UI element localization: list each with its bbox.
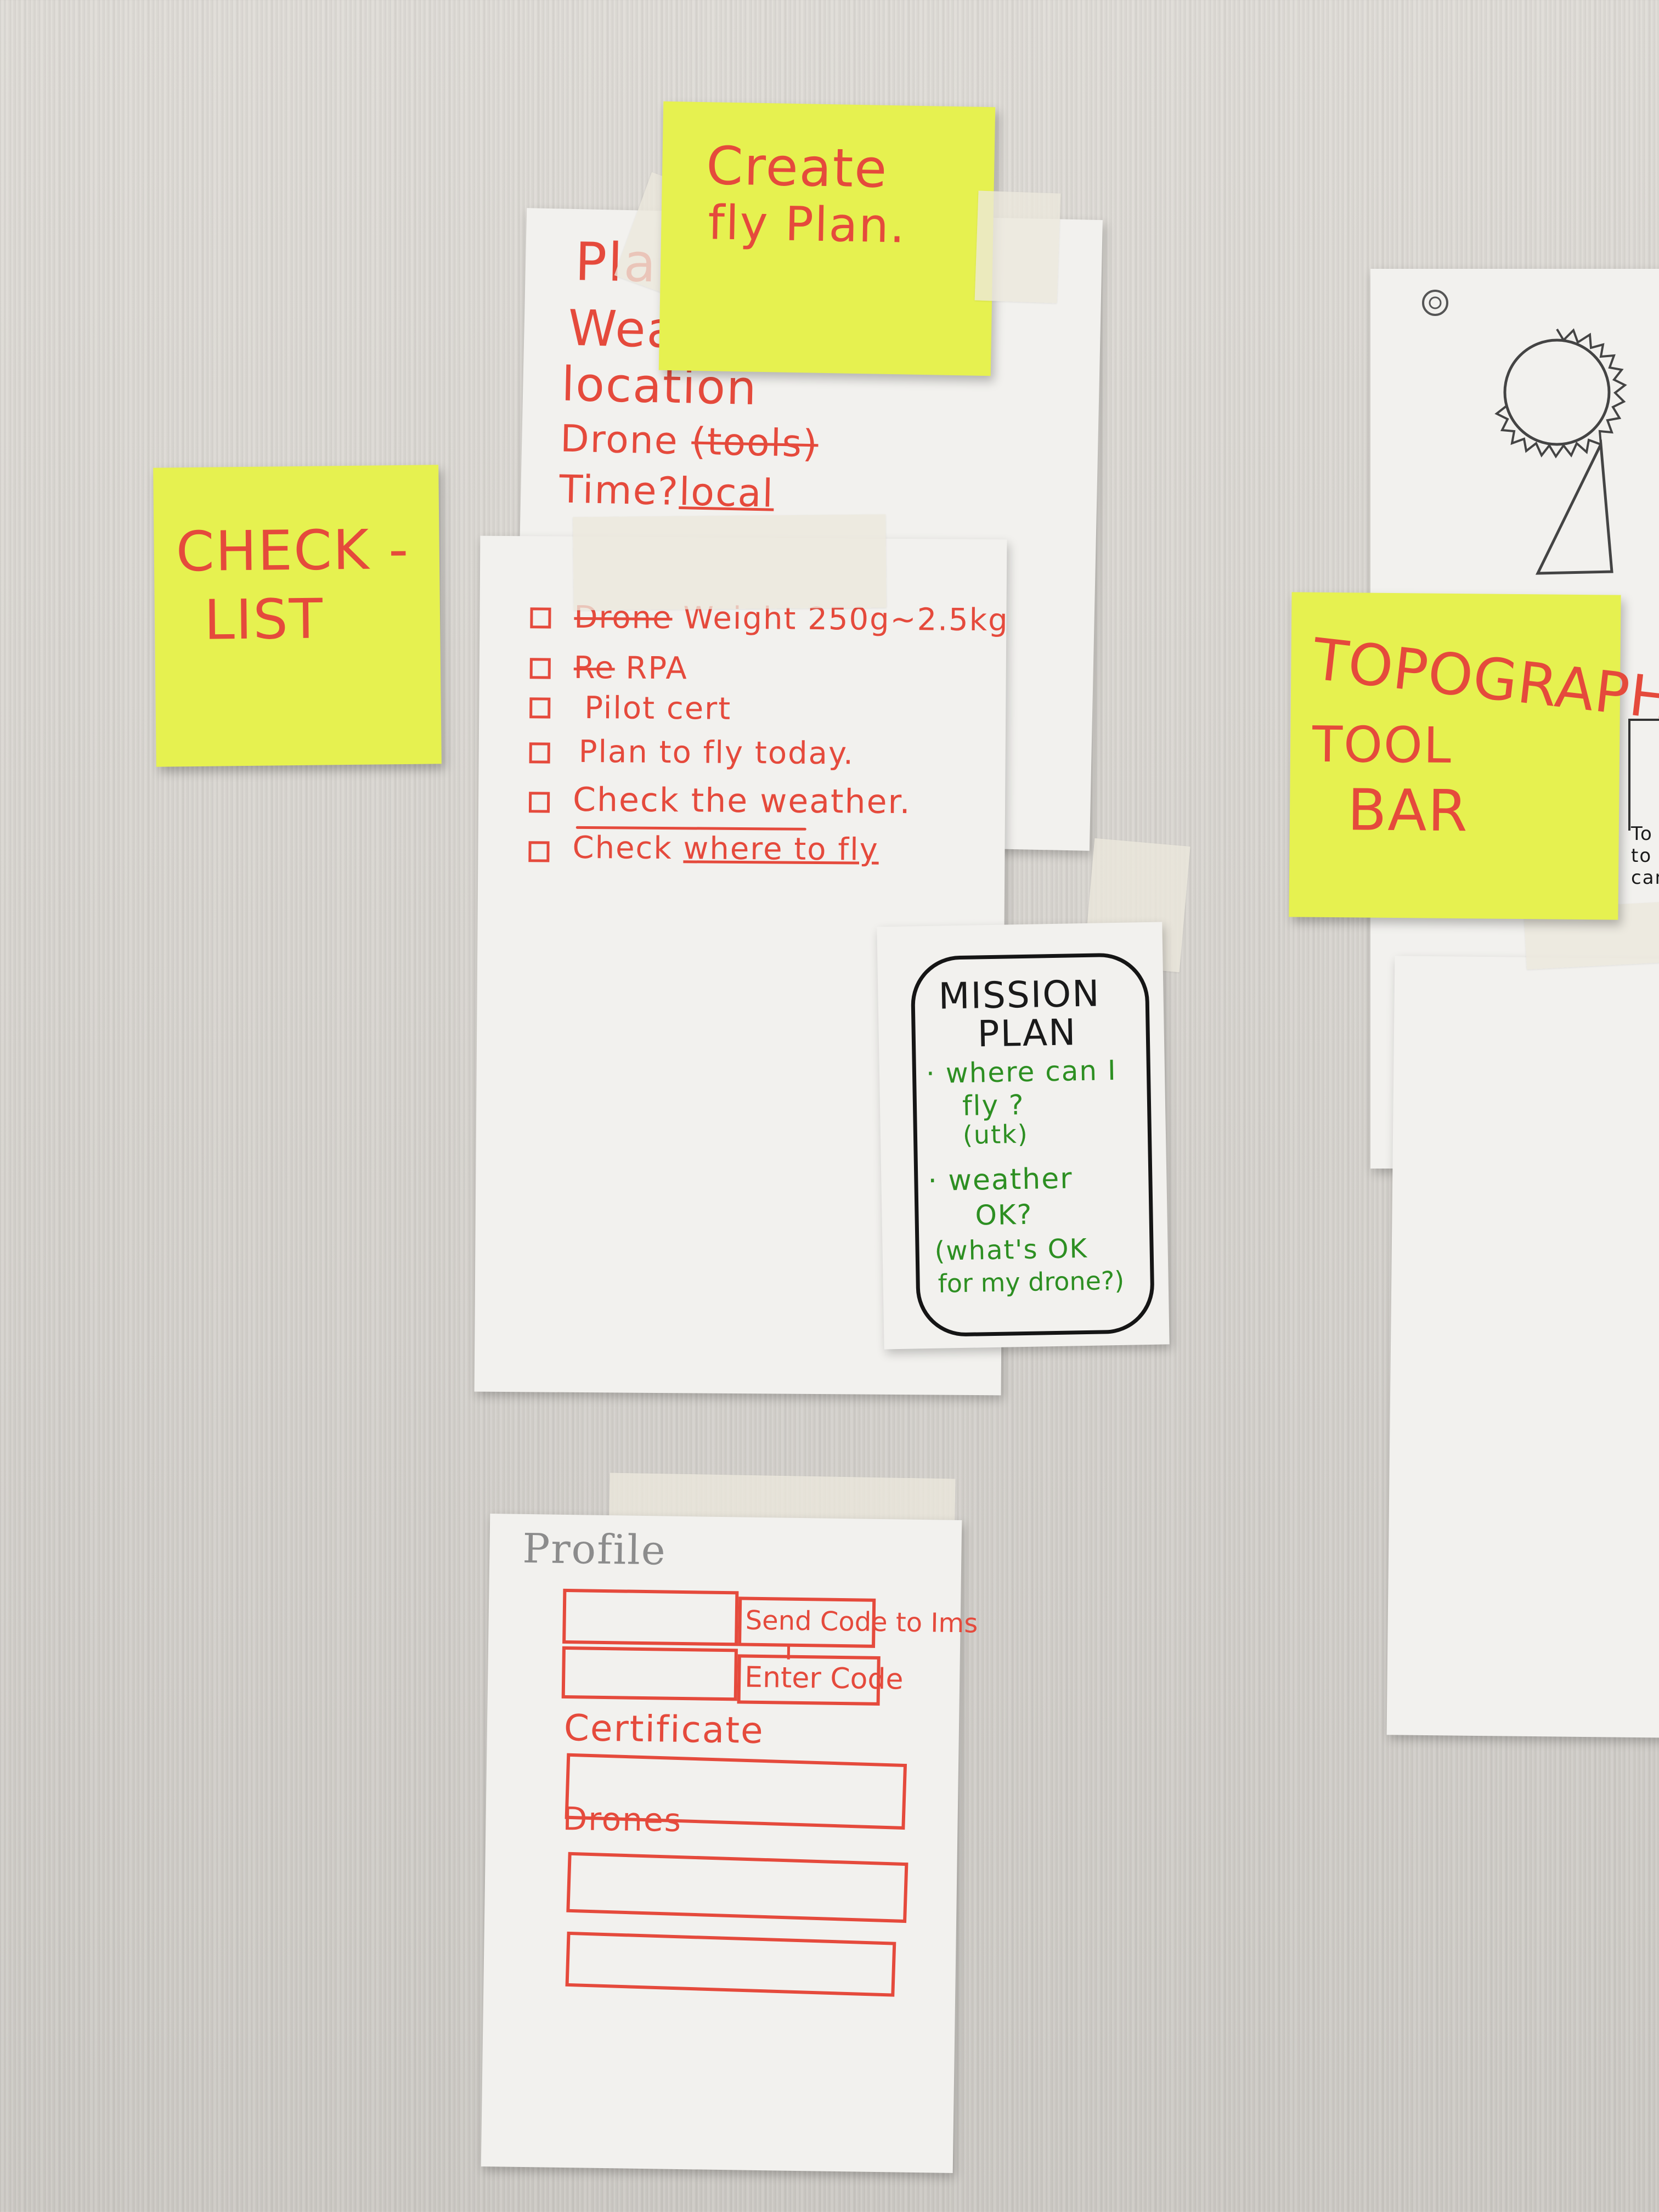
drones-label: Drones: [562, 1799, 682, 1839]
mission-bullet-2d: for my drone?): [938, 1265, 1125, 1299]
right-sheet-note: To to can: [1631, 823, 1659, 889]
mission-bullet-2b: OK?: [975, 1198, 1033, 1232]
mission-bullet-2c: (what's OK: [934, 1233, 1088, 1267]
sketch-drawing: [1422, 290, 1627, 575]
drone-input-sketch-2[interactable]: [565, 1931, 896, 1997]
checklist-item-3: Pilot cert: [584, 690, 732, 727]
mission-plan-card: MISSION PLAN · where can I fly ? (utk) ·…: [877, 922, 1170, 1350]
sticky-create-fly-plan: Create fly Plan.: [658, 101, 996, 376]
bar-label: BAR: [1347, 776, 1469, 845]
tool-label: TOOL: [1312, 715, 1453, 775]
checklist-item-4: Plan to fly today.: [578, 733, 855, 772]
create-line2: fly Plan.: [707, 195, 906, 254]
phone-input-sketch[interactable]: [562, 1588, 739, 1646]
checkbox[interactable]: [528, 841, 550, 862]
create-line1: Create: [706, 135, 889, 200]
checkbox[interactable]: [528, 792, 550, 813]
sticky-checklist: CHECK - LIST: [153, 465, 442, 767]
checklist-title-2: LIST: [204, 586, 324, 652]
arrow-down: [787, 1644, 791, 1660]
checklist-item-6: Check where to fly: [572, 830, 879, 868]
checkbox[interactable]: [529, 658, 551, 679]
mission-title-2: PLAN: [977, 1011, 1077, 1056]
checkbox[interactable]: [529, 742, 550, 764]
code-input-sketch[interactable]: [561, 1646, 738, 1701]
mission-bullet-2a: · weather: [927, 1162, 1074, 1198]
checkbox[interactable]: [530, 607, 551, 629]
certificate-label: Certificate: [563, 1706, 765, 1752]
mission-title-1: MISSION: [938, 972, 1101, 1018]
mission-bullet-1a: · where can I: [926, 1054, 1118, 1090]
send-code-label: Send Code to Ims: [745, 1605, 978, 1639]
checklist-title-1: CHECK -: [176, 517, 410, 584]
tape-create-right: [974, 190, 1061, 303]
checklist-item-5: Check the weather.: [572, 780, 911, 822]
profile-sheet: Profile Send Code to Ims Enter Code Cert…: [481, 1514, 978, 2173]
right-blank-sheet: [1386, 956, 1659, 1738]
enter-code-label: Enter Code: [744, 1661, 904, 1696]
profile-title: Profile: [522, 1525, 667, 1575]
drone-input-sketch-1[interactable]: [566, 1852, 909, 1923]
plan-line-drone: Drone (tools): [560, 417, 819, 466]
tape-checklist: [573, 514, 887, 611]
plan-line-time: Time?local: [558, 466, 775, 516]
mission-bullet-1c: (utk): [962, 1119, 1029, 1150]
sticky-topographic-toolbar: TOPOGRAPHIC TOOL BAR: [1289, 592, 1659, 920]
checkbox[interactable]: [529, 697, 551, 719]
mission-bullet-1b: fly ?: [962, 1088, 1025, 1122]
checklist-item-2: Re RPA: [573, 650, 689, 687]
